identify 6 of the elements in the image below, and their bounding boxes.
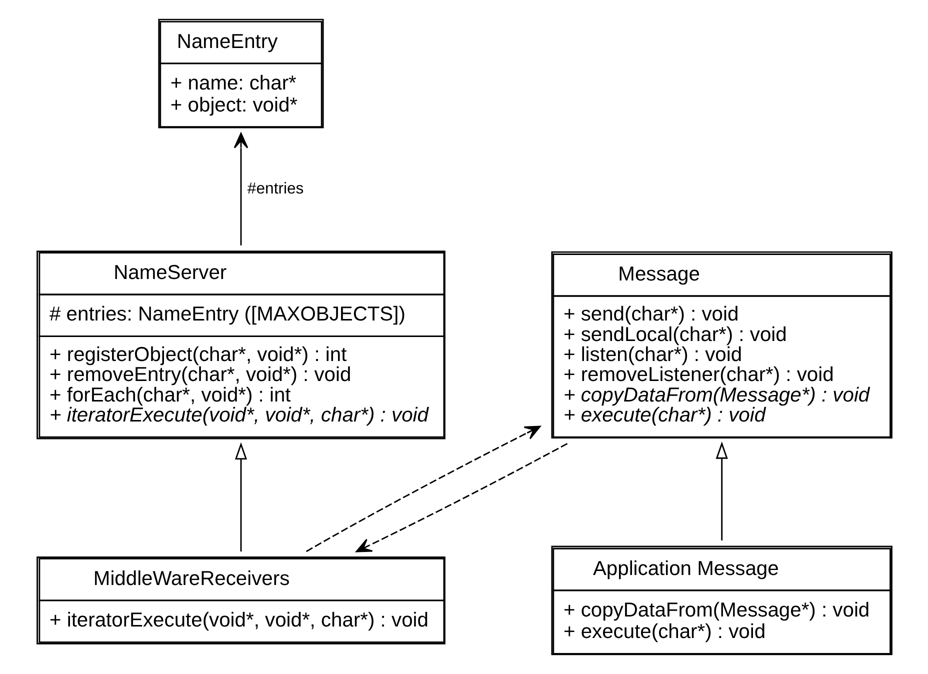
arrow <box>233 132 248 246</box>
edge-label: #entries <box>246 180 304 198</box>
arrow <box>355 443 568 552</box>
arrow <box>234 442 247 552</box>
arrow <box>305 426 540 552</box>
arrow <box>715 442 728 540</box>
